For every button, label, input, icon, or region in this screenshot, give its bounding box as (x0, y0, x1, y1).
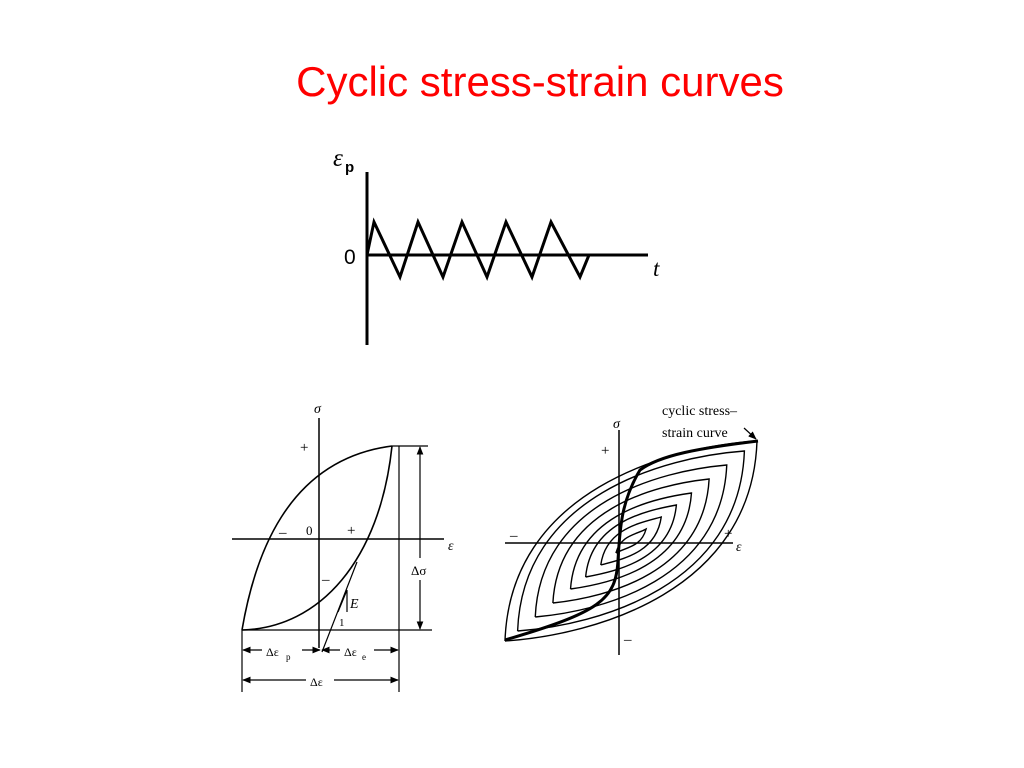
hysteresis-loop-4 (569, 492, 693, 590)
strain-time-plot: ε p 0 t (333, 145, 660, 345)
cyclic-curves-diagram: σ + – + ε – cyclic stress– strain curve (504, 404, 759, 655)
hysteresis-loop-5 (552, 478, 710, 604)
cyclic-stress-strain-curve (504, 439, 759, 642)
slope-one-label: 1 (339, 617, 345, 629)
delta-eps-p-label-bg (262, 641, 302, 661)
hysteresis-loop-6 (534, 464, 728, 618)
plus-top-label-right: + (601, 443, 609, 459)
annotation-line-1: cyclic stress– (662, 404, 738, 419)
hysteresis-loop-1 (615, 527, 648, 554)
slide-title: Cyclic stress-strain curves (296, 58, 784, 105)
epsilon-label-right: ε (736, 540, 742, 555)
strain-axis-label: ε (333, 145, 343, 172)
epsilon-label: ε (448, 539, 454, 554)
zero-label: 0 (344, 246, 356, 269)
hysteresis-loop-diagram: σ + – 0 + ε – E 1 Δσ Δε p Δε e Δε (232, 402, 454, 692)
modulus-label: E (349, 597, 359, 612)
slope-triangle (337, 589, 348, 613)
hysteresis-loops (504, 440, 758, 642)
plus-right-label-right: + (724, 526, 732, 542)
sigma-label: σ (314, 402, 322, 417)
hysteresis-loop-3 (584, 504, 678, 578)
delta-eps-p-label: Δε (266, 645, 279, 659)
loop-lower-branch (241, 445, 393, 631)
delta-eps-label-bg (306, 671, 334, 691)
minus-bottom-label-right: – (623, 632, 632, 648)
time-axis-label: t (653, 256, 660, 281)
minus-left-label-right: – (509, 528, 518, 544)
delta-sigma-label: Δσ (411, 563, 426, 578)
hysteresis-loop-2 (600, 516, 663, 566)
triangular-strain-wave (365, 217, 591, 282)
delta-eps-e-label: Δε (344, 645, 357, 659)
minus-lower-label: – (321, 572, 330, 588)
hysteresis-loop-8 (504, 440, 758, 642)
plus-top-label: + (300, 440, 308, 456)
delta-eps-p-subscript: p (286, 652, 291, 662)
strain-axis-subscript: p (345, 159, 354, 176)
annotation-arrow (743, 427, 757, 440)
plus-right-label: + (347, 523, 355, 539)
delta-eps-e-subscript: e (362, 652, 366, 662)
hysteresis-loop-7 (516, 450, 746, 632)
loop-upper-branch (241, 445, 393, 631)
annotation-line-2: strain curve (662, 426, 728, 441)
delta-sigma-label-bg (409, 558, 433, 580)
origin-zero-label: 0 (306, 523, 313, 538)
minus-left-label: – (278, 525, 287, 541)
sigma-label-right: σ (613, 417, 621, 432)
delta-eps-e-label-bg (340, 641, 374, 661)
delta-eps-label: Δε (310, 675, 323, 689)
